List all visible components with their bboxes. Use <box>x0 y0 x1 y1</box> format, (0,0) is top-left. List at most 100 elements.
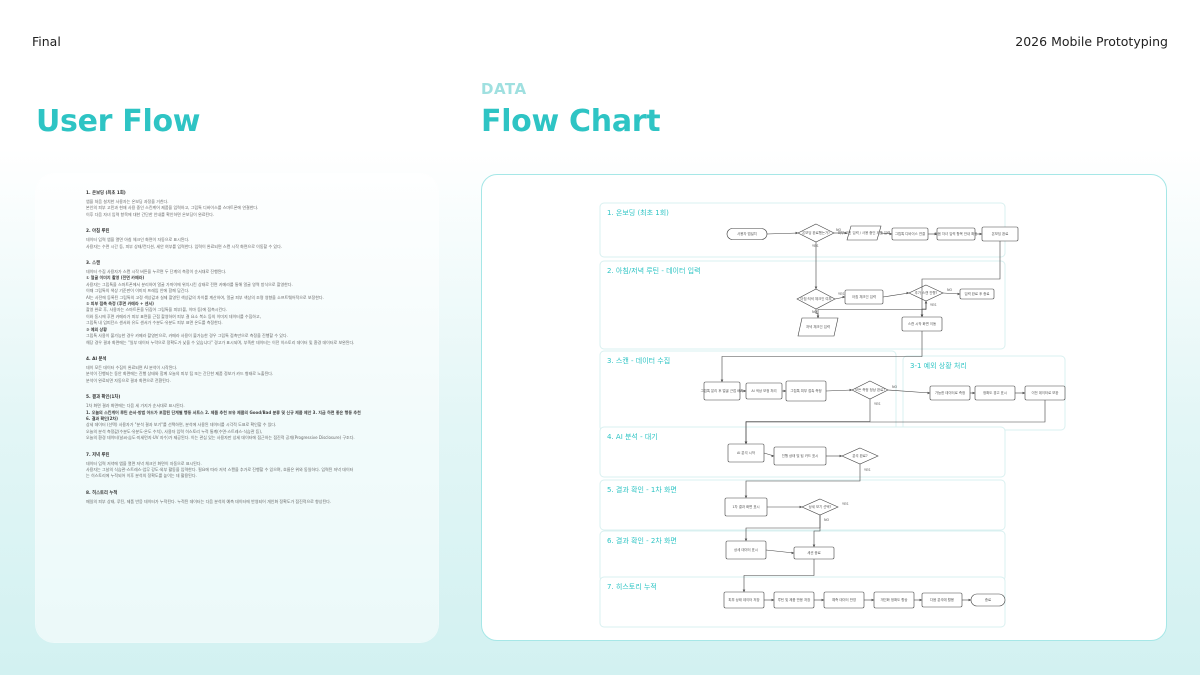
flow-node-label: 다음 자녀 입력 항목 안내 확인 <box>935 231 978 236</box>
doc-section-heading: 8. 히스토리 누적 <box>86 490 118 496</box>
flow-node-label: 1차 결과 화면 표시 <box>732 504 759 509</box>
flow-arrowhead <box>771 454 774 458</box>
flow-node-label: 모든 측정 정상 완료? <box>855 387 885 392</box>
flow-edge <box>743 559 815 592</box>
doc-line: 본인의 피부 고민과 현재 사용 중인 스킨케어 제품을 입력하고, 그립톡 디… <box>86 205 259 211</box>
doc-line: 사용자는 그날의 식습관·스트레스·업무 강도·외부 활동을 입력한다. 필요에… <box>86 466 354 472</box>
flow-arrowhead <box>889 232 892 236</box>
doc-line: ② 피부 접촉 측정 (후면 카메라 + 센서) <box>86 301 154 307</box>
flow-section-title: 2. 아침/저녁 루틴 - 데이터 입력 <box>607 266 701 275</box>
doc-line: 1차 화면 결과 화면에는 다음 세 가지가 순서대로 표시된다. <box>86 403 185 409</box>
flow-arrowhead <box>720 379 724 382</box>
header-right-label: 2026 Mobile Prototyping <box>1015 34 1168 49</box>
flow-edge <box>813 515 821 547</box>
doc-line: 촬영 완료 후, 사용자는 스마트폰을 뒤집어 그립톡을 피부(볼, 이마 등)… <box>86 307 228 313</box>
flow-node-label: 진행 상태 및 팁 카드 표시 <box>782 453 819 458</box>
doc-line: 오늘의 분석 측정값(수분도·유분도·온도 수치), 사용자 입력 히스토리 누… <box>86 428 263 434</box>
flow-edge <box>766 232 799 235</box>
doc-line: 사용자는 그립톡을 스마트폰에서 분리하여 얼굴 가까이에 위치시킨 상태로 전… <box>86 281 293 287</box>
flow-edge <box>721 331 923 382</box>
doc-line: 앱을 처음 설치한 사용자는 온보딩 과정을 거친다. <box>86 199 169 204</box>
flow-node-label: AI 분석 시작 <box>737 450 755 455</box>
doc-section-heading: 5. 결과 확인(1차) <box>86 395 121 401</box>
flow-node-label: 루틴 및 제품 반응 저장 <box>778 597 810 602</box>
doc-line: 이때 그립톡의 색상 기준판이 이미지 프레임 안에 함께 담긴다. <box>86 288 190 294</box>
flow-section-title: 4. AI 분석 - 대기 <box>607 432 658 441</box>
flow-section-title: 5. 결과 확인 - 1차 화면 <box>607 485 677 494</box>
flow-node-label: 상세 데이터 표시 <box>734 547 758 552</box>
flow-edge-label: YES <box>812 244 818 248</box>
flow-edge-label: YES <box>842 502 848 506</box>
user-flow-card: 1. 온보딩 (최초 1회)앱을 처음 설치한 사용자는 온보딩 과정을 거친다… <box>36 174 438 642</box>
flow-node-label: 저녁 체크인 입력 <box>806 324 830 329</box>
flow-node-label: 그립톡 피부 접촉 측정 <box>790 388 821 393</box>
flow-arrowhead <box>821 598 824 602</box>
flow-edge-label: YES <box>874 402 880 406</box>
doc-line: 이와 동시에 후면 카메라가 피부 표면을 근접 촬영하여 피부 결 요소 복소… <box>86 313 261 319</box>
flow-arrowhead <box>744 495 748 498</box>
doc-line: ① 얼굴 이미지 촬영 (전면 카메라) <box>86 275 145 281</box>
flow-section-box <box>599 479 1006 531</box>
flow-node-io <box>846 225 882 241</box>
data-eyebrow: DATA <box>481 80 527 98</box>
flow-node-label: 스캔 시작 화면 이동 <box>908 321 936 326</box>
flow-arrowhead <box>743 389 746 393</box>
doc-line: 사용자는 수면 시간 등, 피부 상태/컨디션, 세안 여부를 입력한다. 입력… <box>86 243 283 249</box>
flow-node-label: 그립톡 디바이스 연결 <box>895 231 925 236</box>
flow-edge <box>882 292 910 298</box>
flow-arrowhead <box>920 314 924 317</box>
flow-node-label: 가능한 데이터로 측정 <box>935 390 965 395</box>
flow-arrowhead <box>844 231 847 235</box>
flow-node-label: 세션 종료 <box>807 550 821 555</box>
flow-node-label: 개인화 정확도 향상 <box>880 597 907 602</box>
flow-edge-label: NO <box>836 228 842 232</box>
doc-line: AI는 사전에 등록된 그립톡의 고정 색상값과 실제 촬영된 색상값의 차이를… <box>86 294 324 300</box>
doc-section-heading: 3. 스캔 <box>86 261 101 267</box>
flow-arrowhead <box>968 598 971 602</box>
flow-edge <box>921 241 1001 317</box>
flow-arrowhead <box>783 389 786 393</box>
flow-node-label: AI 색상 보정 처리 <box>751 388 776 393</box>
flow-arrowhead <box>771 598 774 602</box>
flow-edge-label: NO <box>892 385 898 389</box>
flow-section-title: 1. 온보딩 (최초 1회) <box>607 208 669 217</box>
flow-chart-title: Flow Chart <box>481 104 661 139</box>
flow-arrowhead <box>812 544 816 547</box>
flow-edge <box>745 464 861 498</box>
doc-line: 매일의 피부 상태, 루틴, 제품 반응 데이터가 누적된다. 누적된 데이터는… <box>86 498 332 504</box>
flow-node-label: 온보딩 완료 <box>992 231 1009 236</box>
flow-node-label: 추가 스캔 진행? <box>915 290 938 295</box>
flow-arrowhead <box>799 505 802 509</box>
header-left-label: Final <box>32 34 61 49</box>
flow-edge-label: YES <box>838 292 844 296</box>
flow-node-label: 다음 분석에 활용 <box>930 597 954 602</box>
doc-line: 1. 오늘의 스킨케어 루틴 순서·방법 어드가 포함된 단계별 행동 서트스 … <box>86 409 361 415</box>
flow-arrowhead <box>791 551 794 555</box>
flow-node-label: 종료 <box>985 598 991 602</box>
doc-line: 그립톡 내 임피던스 센서와 유도 센서가 수분도·유분도 피부 표면 온도를 … <box>86 320 223 326</box>
flow-chart-diagram: 1. 온보딩 (최초 1회)2. 아침/저녁 루틴 - 데이터 입력3. 스캔 … <box>599 202 1066 628</box>
flow-node-label: 정확도 경고 표시 <box>983 390 1007 395</box>
doc-line: 오늘의 환경 데이터(날씨·습도·미세먼지·UV 지수)가 제공된다. 이는 관… <box>86 435 355 441</box>
doc-line: 이후 다음 자녀 입력 항목에 대한 간단한 안내를 확인하면 온보딩이 완료된… <box>86 211 215 217</box>
flow-arrowhead <box>849 388 852 392</box>
flow-node-label: 피부 고민 입력 / 사용 중인 제품 입력 <box>838 230 890 235</box>
flow-arrowhead <box>972 391 975 395</box>
flow-section-title: 7. 히스토리 누적 <box>607 582 657 591</box>
flow-arrowhead <box>919 598 922 602</box>
flow-edge-label: NO <box>947 288 953 292</box>
flow-edge-label: YES <box>864 468 870 472</box>
flow-arrowhead <box>742 589 746 592</box>
doc-section: 5. 결과 확인(1차) 1차 화면 결과 화면에는 다음 세 가지가 순서대로 … <box>86 394 416 441</box>
flow-edge <box>887 389 931 394</box>
flow-node-label: 아침·저녁 체크인 여부 <box>800 296 831 301</box>
doc-line: 6. 결과 확인(2차) <box>86 415 118 421</box>
flow-arrowhead <box>795 231 798 235</box>
flow-arrowhead <box>744 538 748 541</box>
